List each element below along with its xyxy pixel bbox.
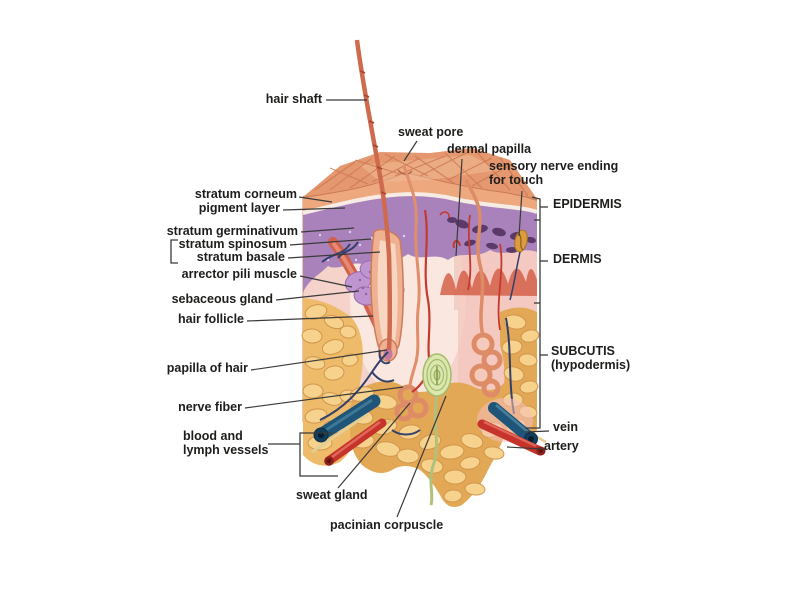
label-sebaceous-gland: sebaceous gland xyxy=(171,292,273,306)
hair-shaft-notches xyxy=(359,70,387,195)
artery-tube-left xyxy=(325,418,387,465)
sweat-gland-coil-right xyxy=(469,332,503,398)
leader-lines xyxy=(244,99,550,518)
leader-vein xyxy=(524,430,550,433)
label-artery: artery xyxy=(544,439,579,453)
label-dermis: DERMIS xyxy=(553,252,602,266)
leader-stratum-spinosum xyxy=(289,238,372,246)
lymph-vessel xyxy=(311,412,369,454)
hair-shaft-illustration xyxy=(354,39,392,351)
leader-sebaceous-gland xyxy=(275,290,360,301)
bracket-stratum-germinativum xyxy=(170,239,178,264)
label-hair-follicle: hair follicle xyxy=(178,312,244,326)
label-vein: vein xyxy=(553,420,579,434)
leader-artery xyxy=(506,446,544,450)
label-stratum-spinosum: stratum spinosum xyxy=(178,237,287,251)
label-stratum-corneum: stratum corneum xyxy=(194,187,297,201)
blood-vessels-right xyxy=(477,398,547,456)
leader-sweat-pore xyxy=(403,140,418,162)
vein-tube-right xyxy=(488,402,536,444)
label-epidermis: EPIDERMIS xyxy=(553,197,622,211)
sweat-duct-center xyxy=(402,165,421,387)
sweat-pore-opening xyxy=(397,169,413,175)
leader-nerve-fiber xyxy=(244,386,404,409)
skin-top-surface xyxy=(303,148,537,199)
label-sensory-nerve-ending: sensory nerve ending for touch xyxy=(489,159,619,187)
leader-pacinian-corpuscle xyxy=(396,395,447,518)
leader-stratum-germinativum xyxy=(300,227,355,233)
label-dermal-papilla: dermal papilla xyxy=(447,142,532,156)
label-pacinian-corpuscle: pacinian corpuscle xyxy=(330,518,444,532)
artery-tube-right xyxy=(477,419,545,456)
leader-sweat-gland xyxy=(337,402,411,489)
leader-papilla-of-hair xyxy=(250,349,388,371)
label-papilla-of-hair: papilla of hair xyxy=(166,361,248,375)
sweat-gland-coil-center xyxy=(394,384,429,422)
papilla-of-hair-illustration xyxy=(383,348,393,360)
sweat-duct-right xyxy=(464,179,485,337)
blood-lymph-vessels-left xyxy=(311,394,393,466)
sensory-nerve-ending-illustration xyxy=(509,229,528,301)
pacinian-corpuscle-illustration xyxy=(422,353,452,506)
leader-pigment-layer xyxy=(282,207,346,211)
label-sweat-pore: sweat pore xyxy=(398,125,464,139)
label-arrector-pili-muscle: arrector pili muscle xyxy=(181,267,297,281)
leader-stratum-basale xyxy=(287,251,381,259)
label-pigment-layer: pigment layer xyxy=(198,201,280,215)
label-stratum-germinativum: stratum germinativum xyxy=(166,224,298,238)
label-blood-lymph-vessels: blood and lymph vessels xyxy=(183,429,269,457)
label-sweat-gland: sweat gland xyxy=(296,488,368,502)
leader-stratum-corneum xyxy=(298,196,333,203)
label-stratum-basale: stratum basale xyxy=(196,250,285,264)
leader-sensory-nerve xyxy=(518,190,523,237)
label-nerve-fiber: nerve fiber xyxy=(178,400,242,414)
nerve-fibers xyxy=(319,241,515,436)
bracket-blood-lymph xyxy=(268,432,338,477)
bracket-skin-layers xyxy=(525,196,541,429)
label-hair-shaft: hair shaft xyxy=(265,92,322,106)
brackets xyxy=(170,196,548,477)
label-subcutis: SUBCUTIS (hypodermis) xyxy=(551,344,631,372)
leader-hair-follicle xyxy=(246,315,374,322)
skin-surface-creases xyxy=(314,149,529,197)
leader-arrector-pili xyxy=(299,275,353,288)
leader-dermal-papilla xyxy=(455,158,463,257)
